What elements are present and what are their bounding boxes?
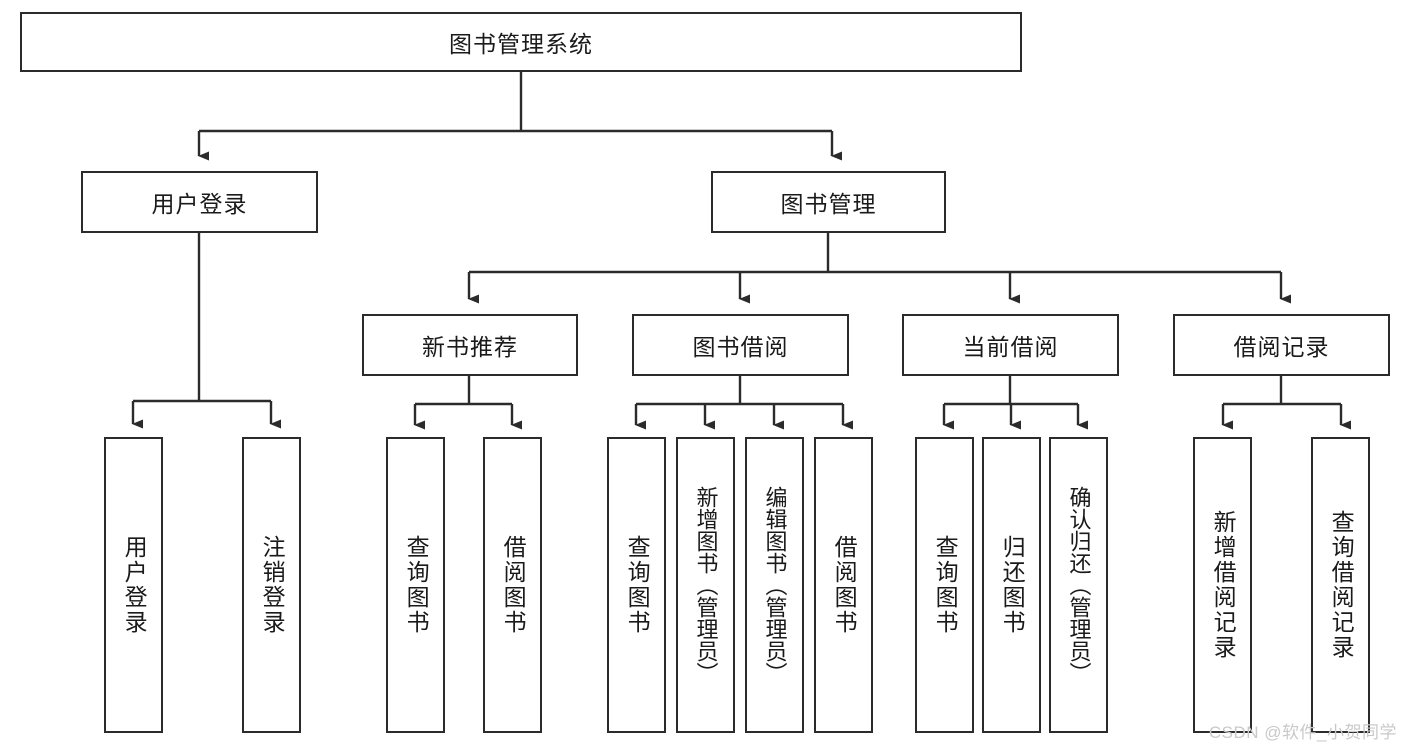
node-label: 图书管理系统: [449, 31, 593, 57]
node-leaf-currentborrow-confirm-return-admin[interactable]: 确认归还（管理员）: [1049, 437, 1108, 733]
node-leaf-borrowrecord-query-record[interactable]: 查询借阅记录: [1311, 437, 1370, 733]
node-user-login[interactable]: 用户登录: [81, 171, 318, 233]
node-leaf-user-login[interactable]: 用户登录: [104, 437, 163, 733]
node-label: 借阅图书: [831, 535, 858, 635]
node-leaf-bookborrow-query-book[interactable]: 查询图书: [607, 437, 666, 733]
node-label: 借阅记录: [1233, 334, 1330, 360]
node-label: 新增借阅记录: [1210, 510, 1237, 660]
node-label: 借阅图书: [500, 535, 527, 635]
node-label: 编辑图书（管理员）: [762, 486, 788, 684]
node-book-borrow[interactable]: 图书借阅: [632, 314, 849, 376]
node-label: 确认归还（管理员）: [1066, 486, 1092, 684]
node-label: 用户登录: [151, 191, 248, 217]
node-leaf-bookborrow-borrow-book[interactable]: 借阅图书: [814, 437, 873, 733]
node-new-book-recommend[interactable]: 新书推荐: [362, 314, 578, 376]
node-borrow-record[interactable]: 借阅记录: [1173, 314, 1390, 376]
node-root-library-management-system[interactable]: 图书管理系统: [20, 12, 1022, 72]
node-label: 归还图书: [999, 535, 1026, 635]
node-leaf-bookborrow-add-book-admin[interactable]: 新增图书（管理员）: [676, 437, 735, 733]
node-leaf-logout[interactable]: 注销登录: [242, 437, 301, 733]
node-label: 图书借阅: [692, 334, 789, 360]
node-label: 用户登录: [121, 535, 148, 635]
node-book-management[interactable]: 图书管理: [711, 171, 946, 233]
node-label: 图书管理: [780, 191, 877, 217]
node-label: 新书推荐: [422, 334, 518, 360]
node-leaf-currentborrow-return-book[interactable]: 归还图书: [982, 437, 1041, 733]
node-label: 新增图书（管理员）: [693, 486, 719, 684]
node-leaf-borrowrecord-add-record[interactable]: 新增借阅记录: [1193, 437, 1252, 733]
node-leaf-newbook-borrow-book[interactable]: 借阅图书: [483, 437, 542, 733]
node-label: 查询图书: [624, 535, 651, 635]
node-leaf-bookborrow-edit-book-admin[interactable]: 编辑图书（管理员）: [745, 437, 804, 733]
node-leaf-newbook-query-book[interactable]: 查询图书: [386, 437, 445, 733]
node-label: 查询借阅记录: [1328, 510, 1355, 660]
node-label: 当前借阅: [962, 334, 1059, 360]
node-label: 查询图书: [403, 535, 430, 635]
node-current-borrow[interactable]: 当前借阅: [902, 314, 1119, 376]
node-label: 注销登录: [259, 535, 286, 635]
node-label: 查询图书: [932, 535, 959, 635]
node-leaf-currentborrow-query-book[interactable]: 查询图书: [915, 437, 974, 733]
watermark-text: CSDN @软件_小贺同学: [1208, 723, 1397, 742]
